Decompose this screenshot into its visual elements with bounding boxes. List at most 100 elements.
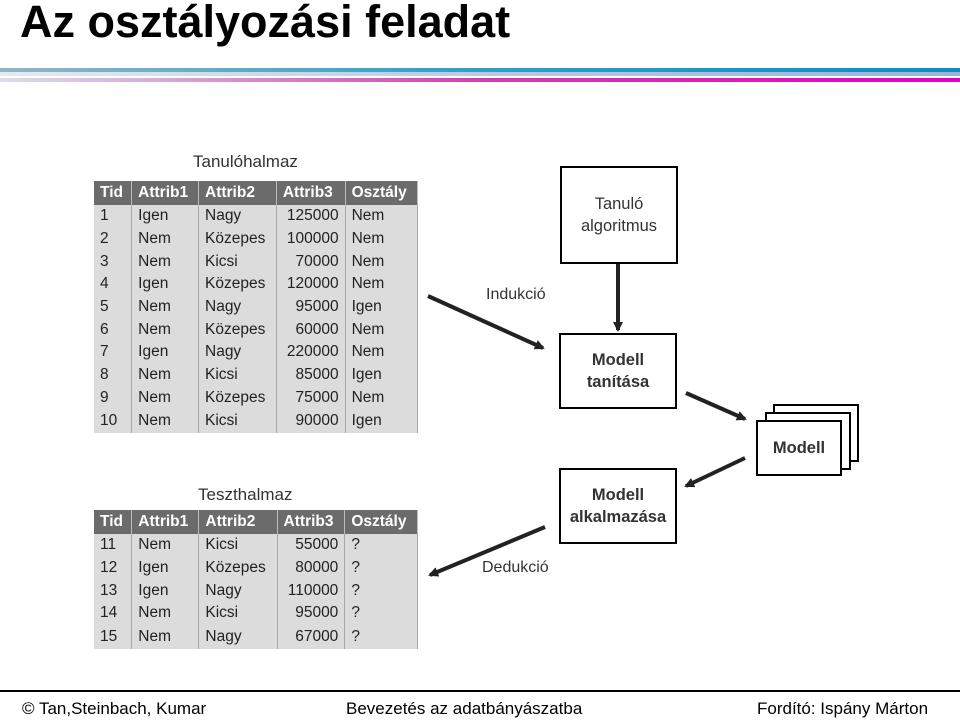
table-cell: Nagy xyxy=(198,579,278,603)
title-divider xyxy=(0,68,960,86)
table-cell: Kicsi xyxy=(198,534,278,557)
table-cell: 6 xyxy=(94,318,133,342)
page-title: Az osztályozási feladat xyxy=(20,0,511,47)
table-cell: Nagy xyxy=(198,295,277,319)
table-cell: Nem xyxy=(131,295,199,319)
column-header: Attrib2 xyxy=(198,510,278,534)
table-cell: 95000 xyxy=(277,602,346,625)
table-cell: Kicsi xyxy=(198,250,277,274)
table-cell: Igen xyxy=(131,579,200,603)
table-cell: 1 xyxy=(94,205,133,228)
table-cell: 55000 xyxy=(277,534,346,557)
table-cell: ? xyxy=(344,534,418,557)
footer-course-title: Bevezetés az adatbányászatba xyxy=(346,699,583,718)
table-cell: Igen xyxy=(345,295,419,319)
table-cell: Nagy xyxy=(198,341,277,364)
learning-algorithm-box: Tanuló algoritmus xyxy=(560,166,678,264)
arrow-training-to-model xyxy=(685,391,747,421)
table-cell: 100000 xyxy=(276,227,346,251)
induction-label: Indukció xyxy=(486,286,546,303)
table-cell: Nem xyxy=(345,341,419,364)
table-cell: Nem xyxy=(131,534,200,557)
table-cell: Nem xyxy=(131,250,199,274)
table-cell: 110000 xyxy=(277,579,346,603)
table-cell: 7 xyxy=(94,341,133,364)
table-cell: Nem xyxy=(345,205,419,228)
table-cell: Nem xyxy=(345,227,419,251)
table-cell: Igen xyxy=(131,556,200,580)
slide-footer: © Tan,Steinbach, Kumar Bevezetés az adat… xyxy=(0,690,960,728)
table-cell: Nem xyxy=(131,602,200,625)
table-cell: 11 xyxy=(94,534,133,557)
column-header: Attrib2 xyxy=(198,181,277,205)
table-cell: Nem xyxy=(345,318,419,342)
deduction-label: Dedukció xyxy=(482,559,549,576)
table-cell: Nem xyxy=(345,273,419,296)
table-cell: Igen xyxy=(345,409,419,434)
table-cell: Nem xyxy=(131,624,200,649)
model-box: Modell xyxy=(756,420,842,476)
table-cell: 15 xyxy=(94,624,133,649)
training-set-label: Tanulóhalmaz xyxy=(193,152,298,171)
table-cell: 3 xyxy=(94,250,133,274)
column-header: Attrib3 xyxy=(277,510,346,534)
table-cell: Közepes xyxy=(198,273,277,296)
table-cell: Igen xyxy=(131,273,199,296)
column-header: Tid xyxy=(94,181,133,205)
table-cell: Közepes xyxy=(198,556,278,580)
table-cell: ? xyxy=(344,579,418,603)
table-cell: Nem xyxy=(345,386,419,410)
table-cell: Igen xyxy=(345,363,419,387)
table-cell: Nagy xyxy=(198,205,277,228)
table-cell: 4 xyxy=(94,273,133,296)
table-cell: 2 xyxy=(94,227,133,251)
test-set-label: Teszthalmaz xyxy=(198,485,293,504)
table-cell: 14 xyxy=(94,602,133,625)
column-header: Osztály xyxy=(344,510,418,534)
table-cell: Nem xyxy=(131,227,199,251)
table-cell: 85000 xyxy=(276,363,346,387)
apply-model-box: Modell alkalmazása xyxy=(559,468,677,544)
table-cell: ? xyxy=(344,602,418,625)
table-cell: 60000 xyxy=(276,318,346,342)
footer-translator: Fordító: Ispány Márton xyxy=(757,699,929,718)
table-cell: 90000 xyxy=(276,409,346,434)
table-cell: ? xyxy=(344,556,418,580)
table-cell: 70000 xyxy=(276,250,346,274)
table-cell: Közepes xyxy=(198,227,277,251)
arrow-induction xyxy=(427,294,545,350)
table-cell: 95000 xyxy=(276,295,346,319)
table-cell: 125000 xyxy=(276,205,346,228)
table-cell: 120000 xyxy=(276,273,346,296)
table-cell: Közepes xyxy=(198,386,277,410)
table-cell: Nem xyxy=(131,386,199,410)
arrow-deduction xyxy=(428,525,546,577)
table-cell: Kicsi xyxy=(198,409,277,434)
table-cell: Igen xyxy=(131,341,199,364)
column-header: Tid xyxy=(94,510,133,534)
table-cell: Nem xyxy=(131,409,199,434)
table-cell: Nem xyxy=(131,318,199,342)
table-cell: ? xyxy=(344,624,418,649)
train-model-box: Modell tanítása xyxy=(559,333,677,409)
column-header: Attrib1 xyxy=(131,510,200,534)
